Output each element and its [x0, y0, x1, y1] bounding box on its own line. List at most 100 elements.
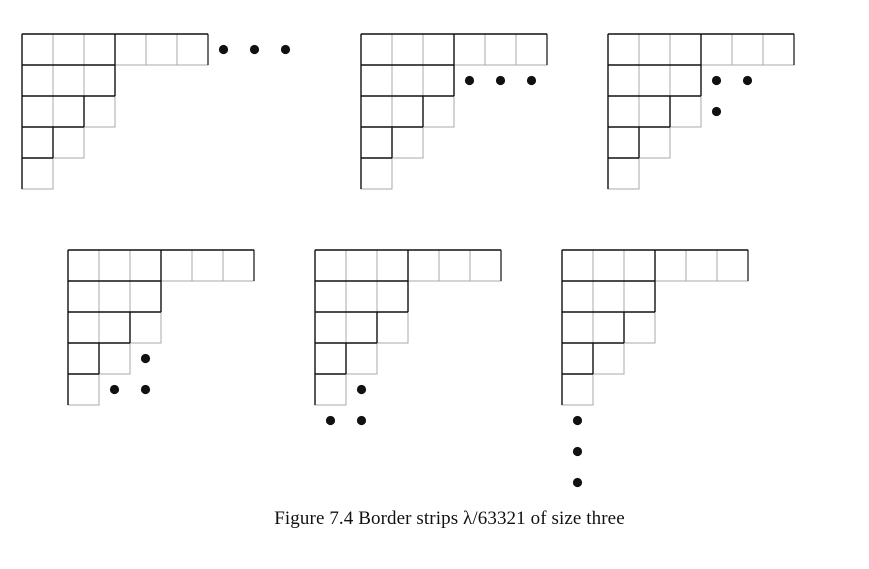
diagram-cell [360, 64, 393, 97]
strip-dot [464, 75, 475, 86]
diagram-cell [669, 33, 702, 66]
diagram-cell [176, 33, 209, 66]
young-diagram-strip-in-column-1 [561, 249, 749, 488]
strip-dot [325, 415, 336, 426]
diagram-cell [638, 33, 671, 66]
strip-dot [356, 384, 367, 395]
strip-dot [280, 44, 291, 55]
diagram-cell [345, 311, 378, 344]
diagram-cell [21, 126, 54, 159]
diagram-cell [607, 33, 640, 66]
diagram-cell [731, 33, 764, 66]
diagram-cell [515, 33, 548, 66]
diagram-cell [314, 342, 347, 375]
diagram-cell [561, 311, 594, 344]
diagram-cell [422, 33, 455, 66]
diagram-cell [52, 64, 85, 97]
diagram-cell [623, 280, 656, 313]
diagram-cell [314, 373, 347, 406]
diagram-cell [669, 64, 702, 97]
diagram-cell [67, 342, 100, 375]
diagram-cell [438, 249, 471, 282]
diagram-cell [21, 95, 54, 128]
diagram-cell [607, 64, 640, 97]
figure-caption: Figure 7.4 Border strips λ/63321 of size… [274, 508, 625, 529]
diagram-cell [114, 33, 147, 66]
diagram-cell [129, 280, 162, 313]
diagram-cell [345, 249, 378, 282]
young-diagram-strip-rows-4-5 [67, 249, 255, 406]
diagram-cell [376, 311, 409, 344]
diagram-cell [469, 249, 502, 282]
diagram-cell [360, 33, 393, 66]
diagram-cell [21, 64, 54, 97]
young-diagram-strip-rows-2-3 [607, 33, 795, 190]
diagram-cell [561, 280, 594, 313]
diagram-cell [21, 157, 54, 190]
diagram-cell [98, 280, 131, 313]
diagram-cell [52, 126, 85, 159]
diagram-cell [67, 280, 100, 313]
diagram-cell [592, 311, 625, 344]
diagram-cell [98, 342, 131, 375]
diagram-cell [561, 373, 594, 406]
strip-dot [356, 415, 367, 426]
strip-dot [572, 415, 583, 426]
diagram-cell [700, 33, 733, 66]
strip-dot [218, 44, 229, 55]
strip-dot [711, 75, 722, 86]
diagram-cell [145, 33, 178, 66]
diagram-cell [345, 280, 378, 313]
strip-dot [572, 446, 583, 457]
strip-dot [109, 384, 120, 395]
diagram-cell [314, 311, 347, 344]
diagram-cell [623, 249, 656, 282]
diagram-cell [360, 126, 393, 159]
diagram-cell [191, 249, 224, 282]
diagram-cell [376, 280, 409, 313]
diagram-cell [716, 249, 749, 282]
diagram-cell [561, 342, 594, 375]
diagram-cell [160, 249, 193, 282]
diagram-cell [67, 249, 100, 282]
diagram-cell [376, 249, 409, 282]
diagram-cell [592, 280, 625, 313]
young-diagram-strip-rows-5-6 [314, 249, 502, 426]
diagram-cell [314, 249, 347, 282]
diagram-cell [453, 33, 486, 66]
diagram-cell [484, 33, 517, 66]
diagram-cell [592, 249, 625, 282]
diagram-cell [654, 249, 687, 282]
diagram-cell [98, 249, 131, 282]
diagram-cell [314, 280, 347, 313]
diagram-cell [83, 33, 116, 66]
diagram-cell [607, 157, 640, 190]
diagram-cell [67, 311, 100, 344]
diagram-cell [391, 64, 424, 97]
diagram-cell [422, 64, 455, 97]
diagram-cell [21, 33, 54, 66]
diagram-cell [52, 95, 85, 128]
diagram-cell [52, 33, 85, 66]
strip-dot [249, 44, 260, 55]
strip-dot [742, 75, 753, 86]
diagram-cell [638, 126, 671, 159]
diagram-cell [98, 311, 131, 344]
diagram-cell [129, 311, 162, 344]
diagram-cell [623, 311, 656, 344]
diagram-cell [222, 249, 255, 282]
diagram-cell [391, 33, 424, 66]
diagram-cell [129, 249, 162, 282]
diagram-cell [685, 249, 718, 282]
diagram-cell [607, 95, 640, 128]
young-diagram-strip-in-row-2 [360, 33, 548, 190]
diagram-cell [345, 342, 378, 375]
diagram-cell [391, 95, 424, 128]
diagram-cell [669, 95, 702, 128]
diagram-cell [83, 95, 116, 128]
diagram-cell [592, 342, 625, 375]
strip-dot [711, 106, 722, 117]
strip-dot [572, 477, 583, 488]
diagram-cell [422, 95, 455, 128]
